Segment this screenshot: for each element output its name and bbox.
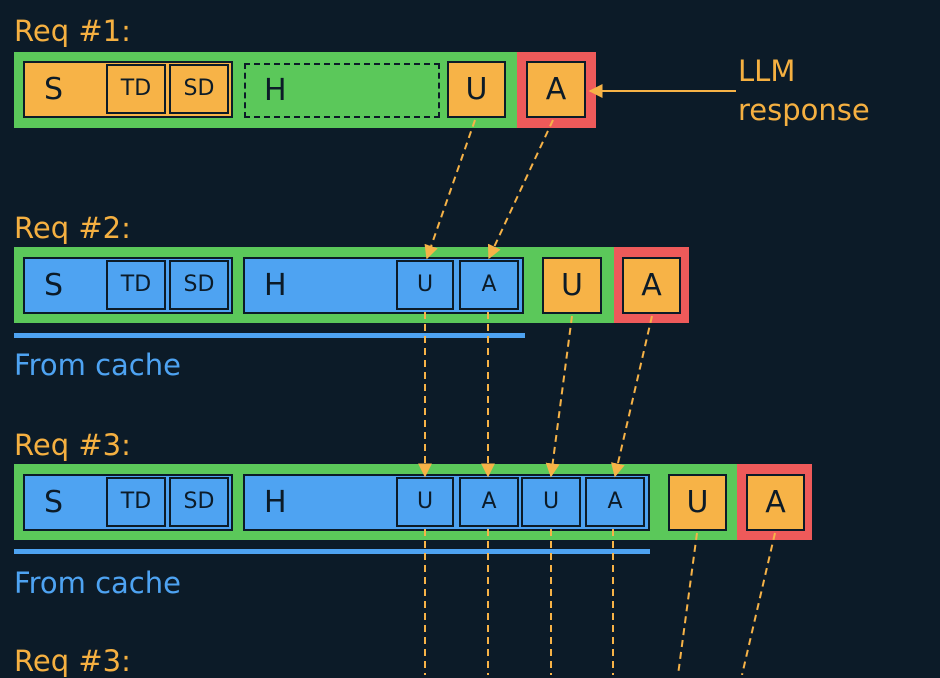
req2-user-to-req3-arrow — [545, 315, 573, 478]
req3-assistant-down-line — [741, 532, 776, 675]
req-2-h-text: H — [264, 267, 287, 303]
req-1-sd-block: SD — [169, 64, 229, 114]
llm-response-label: LLM response — [738, 52, 870, 130]
req-4-label: Req #3: — [14, 644, 131, 678]
req2-assistant-to-req3-arrow — [611, 315, 653, 478]
req-3-history-user-block-1: U — [396, 477, 454, 527]
req-3-cache-line — [14, 549, 650, 554]
req-2-assistant-block: A — [622, 257, 681, 314]
req-1-assistant-block: A — [526, 61, 586, 118]
req-2-cache-line — [14, 333, 525, 338]
req-3-h-text: H — [264, 484, 287, 520]
req3-user-down-line — [677, 532, 698, 675]
req-2-sd-block: SD — [169, 260, 229, 310]
req-3-label: Req #3: — [14, 428, 131, 462]
req-3-history-user-block-2: U — [521, 477, 581, 527]
req-2-label: Req #2: — [14, 211, 131, 245]
req-3-td-block: TD — [106, 477, 166, 527]
req-3-s-text: S — [44, 484, 64, 520]
llm-label-line2: response — [738, 93, 870, 127]
req-2-cache-label: From cache — [14, 348, 181, 382]
req1-user-to-req2-arrow — [424, 119, 476, 260]
req-2-history-assistant-block: A — [459, 260, 519, 310]
req1-assistant-to-req2-arrow — [487, 119, 554, 260]
req-3-user-block: U — [668, 474, 727, 531]
req-3-history-assistant-block-1: A — [459, 477, 519, 527]
req-2-s-text: S — [44, 267, 64, 303]
req-1-history-block: H — [244, 63, 440, 118]
req-1-td-block: TD — [106, 64, 166, 114]
req-3-assistant-block: A — [746, 474, 805, 531]
req-2-user-block: U — [542, 257, 602, 314]
llm-label-line1: LLM — [738, 54, 796, 88]
req-1-h-text: H — [264, 72, 287, 108]
req-2-td-block: TD — [106, 260, 166, 310]
req-1-user-block: U — [447, 61, 506, 118]
req-3-cache-label: From cache — [14, 566, 181, 600]
req-1-s-text: S — [44, 71, 64, 107]
req-3-history-assistant-block-2: A — [585, 477, 645, 527]
req-3-sd-block: SD — [169, 477, 229, 527]
req-1-label: Req #1: — [14, 14, 131, 48]
req-2-history-user-block: U — [396, 260, 454, 310]
